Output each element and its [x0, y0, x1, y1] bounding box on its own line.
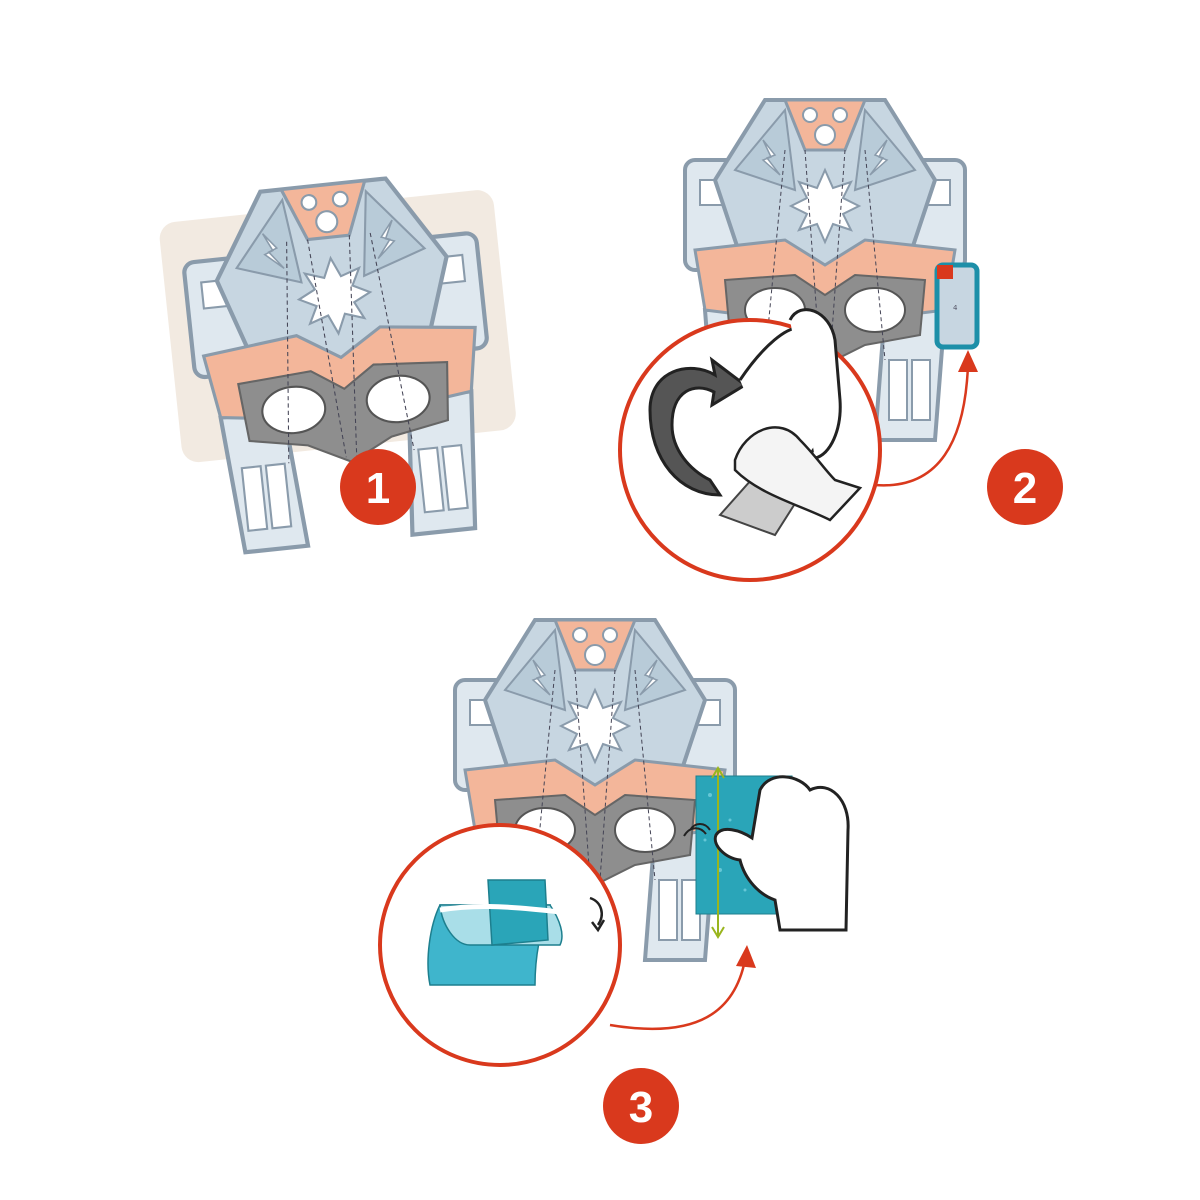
step-2-arrowhead-icon	[958, 350, 978, 372]
step-3-arrow	[609, 959, 747, 1030]
step-2-detail-circle	[618, 308, 882, 582]
step-3-badge: 3	[603, 1068, 679, 1144]
step-2-badge: 2	[987, 449, 1063, 525]
step-3-detail-circle	[378, 823, 622, 1067]
step-3-arrowhead-icon	[736, 945, 756, 968]
peel-direction-icon	[589, 896, 603, 926]
step-1-badge: 1	[340, 449, 416, 525]
svg-text:4: 4	[953, 304, 958, 312]
step-2-arrow	[874, 364, 970, 487]
step-2-number: 2	[1013, 464, 1037, 513]
step-1-mask-template	[159, 168, 516, 558]
step-3-number: 3	[629, 1083, 653, 1132]
hand-icon	[713, 775, 850, 932]
step-1-number: 1	[366, 464, 390, 513]
peel-arrow-icon	[648, 356, 748, 497]
step-2-mask: 4	[683, 98, 980, 442]
